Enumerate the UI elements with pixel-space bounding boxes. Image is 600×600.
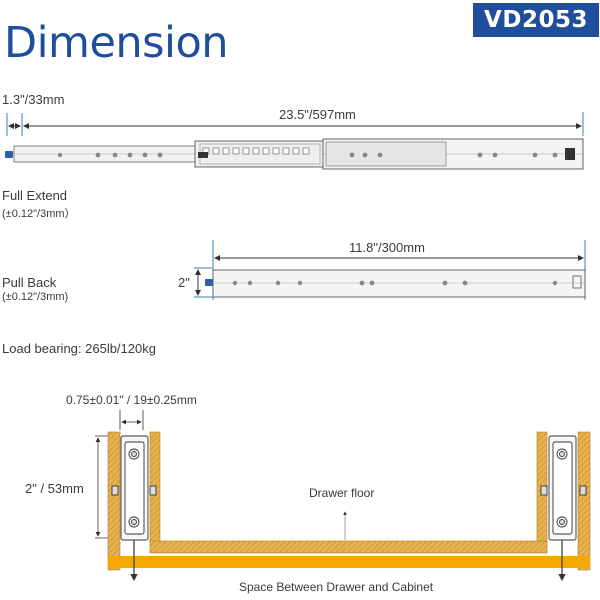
full-extend-tolerance: (±0.12"/3mm） (2, 208, 76, 220)
space-between-label: Space Between Drawer and Cabinet (239, 580, 434, 594)
pull-back-height-label: 2" (178, 275, 190, 290)
load-bearing-label: Load bearing: 265lb/120kg (2, 341, 156, 356)
pull-back-length-label: 11.8"/300mm (349, 240, 425, 255)
page-title: Dimension (4, 18, 229, 68)
model-badge: VD2053 (473, 3, 599, 37)
full-extend-dimensions (6, 112, 584, 136)
full-extend-length-label: 23.5"/597mm (279, 107, 356, 122)
cabinet-and-drawer (107, 431, 591, 582)
slide-width-label: 0.75±0.01" / 19±0.25mm (66, 393, 197, 407)
pull-back-label: Pull Back (2, 275, 57, 290)
slide-height-label: 2" / 53mm (25, 481, 84, 496)
offset-dimension-label: 1.3"/33mm (2, 92, 65, 107)
full-extend-slide (5, 138, 584, 170)
pull-back-slide (205, 269, 586, 298)
drawer-floor-label: Drawer floor (309, 486, 375, 500)
pull-back-tolerance: (±0.12"/3mm) (2, 291, 69, 303)
full-extend-label: Full Extend (2, 188, 68, 203)
cross-section-dimensions (95, 410, 347, 540)
